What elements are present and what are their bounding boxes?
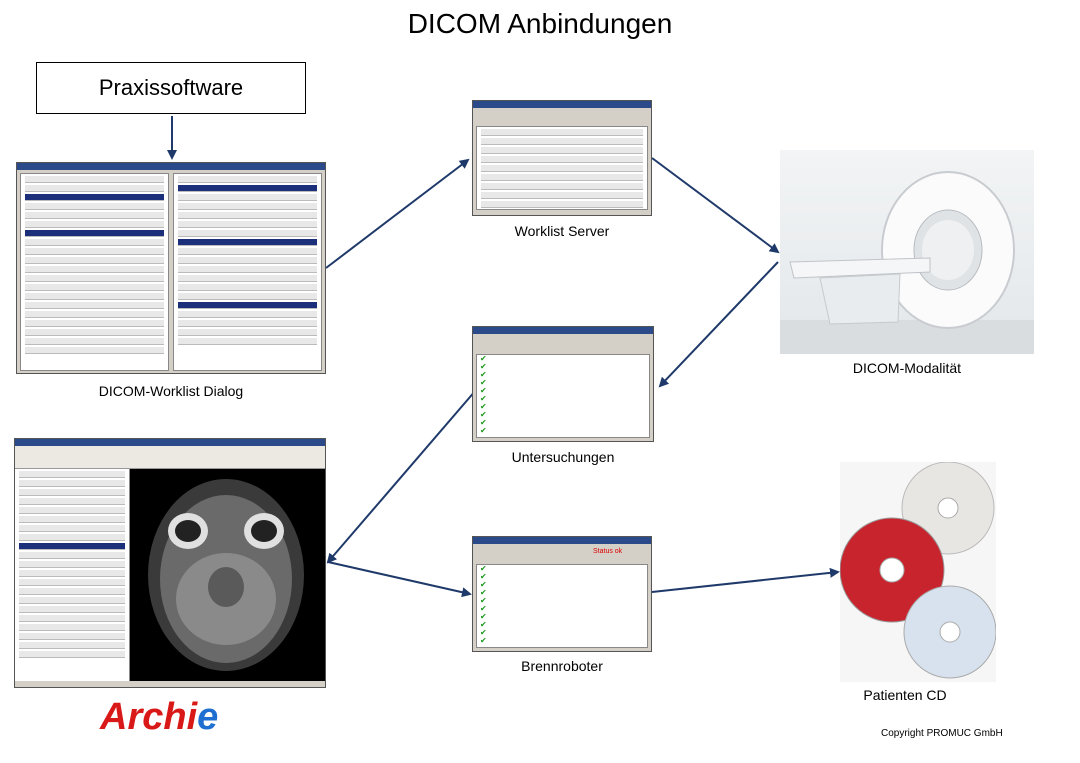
worklist-dialog-screenshot xyxy=(16,162,326,374)
arrow-modality-to-untersuchungen xyxy=(658,261,779,388)
copyright-text: Copyright PROMUC GmbH xyxy=(881,728,1003,739)
mri-brain-image xyxy=(148,479,304,671)
arrow-untersuchungen-to-archie xyxy=(326,389,477,564)
worklist-server-caption: Worklist Server xyxy=(514,223,610,239)
arrow-server-to-modality xyxy=(651,157,780,254)
ct-scanner-image xyxy=(780,150,1034,354)
arrow-dialog-to-server xyxy=(325,158,470,269)
arrow-brenn-to-cd xyxy=(651,567,840,593)
brenn-status-text: Status ok xyxy=(593,548,623,555)
arrow-archie-to-brenn xyxy=(327,561,472,598)
untersuchungen-screenshot: ✔✔✔✔✔✔✔✔✔✔ xyxy=(472,326,654,442)
archie-viewer-screenshot xyxy=(14,438,326,688)
page-title: DICOM Anbindungen xyxy=(407,8,673,39)
archie-logo: Archie xyxy=(100,696,219,738)
praxissoftware-label: Praxissoftware xyxy=(98,75,244,100)
praxissoftware-box: Praxissoftware xyxy=(36,62,306,114)
brennroboter-screenshot: Status ok ✔✔✔✔✔✔✔✔✔✔ xyxy=(472,536,652,652)
untersuchungen-caption: Untersuchungen xyxy=(511,449,615,465)
patienten-cd-image xyxy=(840,462,996,682)
worklist-dialog-caption: DICOM-Worklist Dialog xyxy=(98,383,244,399)
patienten-cd-caption: Patienten CD xyxy=(863,687,947,703)
modalitaet-caption: DICOM-Modalität xyxy=(852,360,962,376)
worklist-server-screenshot xyxy=(472,100,652,216)
brennroboter-caption: Brennroboter xyxy=(521,658,603,674)
